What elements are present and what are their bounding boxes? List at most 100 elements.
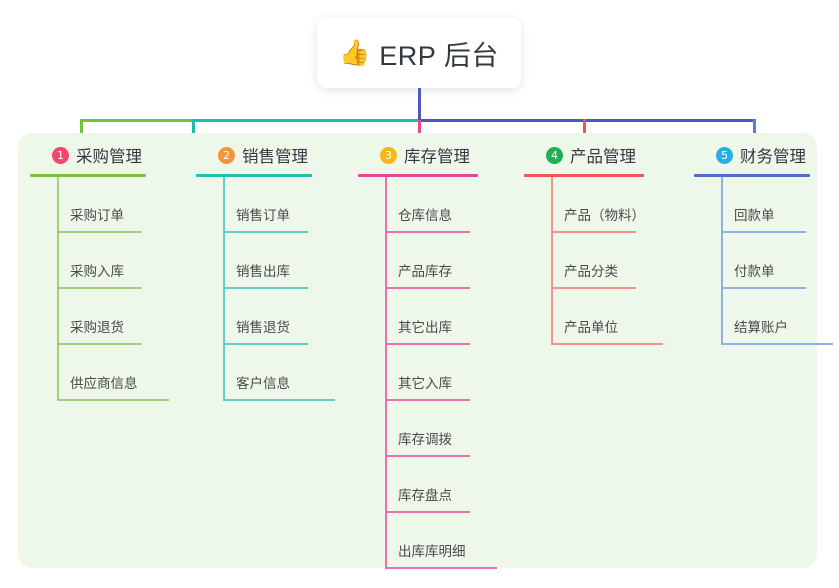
drop-blue bbox=[753, 119, 756, 140]
list-item-rule bbox=[721, 231, 806, 233]
list-item-label: 库存盘点 bbox=[398, 488, 452, 503]
column-header-5[interactable]: 5 财务管理 bbox=[694, 143, 810, 167]
column-title: 销售管理 bbox=[242, 148, 308, 166]
drop-green bbox=[80, 119, 83, 140]
column-spine bbox=[721, 177, 723, 345]
list-item-rule bbox=[551, 231, 636, 233]
list-item-label: 产品库存 bbox=[398, 264, 452, 279]
list-item-label: 采购退货 bbox=[70, 320, 124, 335]
list-item-rule bbox=[57, 343, 142, 345]
list-item-label: 供应商信息 bbox=[70, 376, 138, 391]
bus-teal bbox=[192, 119, 418, 122]
list-item[interactable]: 产品单位 bbox=[524, 289, 663, 345]
trunk-indigo bbox=[418, 88, 421, 120]
list-item-label: 产品（物料） bbox=[564, 208, 645, 223]
drop-teal bbox=[192, 119, 195, 140]
column-header-rule bbox=[524, 174, 644, 177]
list-item-label: 客户信息 bbox=[236, 376, 290, 391]
list-item[interactable]: 销售订单 bbox=[196, 177, 312, 233]
column-items: 销售订单销售出库销售退货客户信息 bbox=[196, 177, 335, 401]
list-item-label: 库存调拨 bbox=[398, 432, 452, 447]
list-item[interactable]: 销售出库 bbox=[196, 233, 312, 289]
list-item-label: 产品单位 bbox=[564, 320, 618, 335]
list-item[interactable]: 其它出库 bbox=[358, 289, 478, 345]
list-item-label: 其它出库 bbox=[398, 320, 452, 335]
column-header-1[interactable]: 1 采购管理 bbox=[30, 143, 146, 167]
drop-red bbox=[583, 119, 586, 140]
column-badge-icon: 1 bbox=[52, 146, 69, 164]
thumbs-up-icon: 👍 bbox=[339, 38, 371, 67]
list-item-rule bbox=[385, 511, 470, 513]
root-title: ERP 后台 bbox=[379, 40, 499, 71]
list-item-rule bbox=[57, 231, 142, 233]
column-header-rule bbox=[358, 174, 478, 177]
list-item[interactable]: 采购入库 bbox=[30, 233, 146, 289]
list-item-label: 销售退货 bbox=[236, 320, 290, 335]
list-item-rule bbox=[551, 343, 663, 345]
list-item-label: 产品分类 bbox=[564, 264, 618, 279]
column-spine bbox=[223, 177, 225, 401]
list-item[interactable]: 库存调拨 bbox=[358, 401, 478, 457]
list-item[interactable]: 采购退货 bbox=[30, 289, 146, 345]
column-5: 5 财务管理回款单付款单结算账户 bbox=[694, 143, 833, 345]
list-item[interactable]: 销售退货 bbox=[196, 289, 312, 345]
column-badge-icon: 5 bbox=[716, 146, 733, 164]
list-item-rule bbox=[57, 287, 142, 289]
list-item-label: 出库库明细 bbox=[398, 544, 466, 559]
column-title: 采购管理 bbox=[76, 148, 142, 166]
column-items: 采购订单采购入库采购退货供应商信息 bbox=[30, 177, 169, 401]
list-item-label: 付款单 bbox=[734, 264, 775, 279]
bus-indigo bbox=[418, 119, 754, 122]
list-item[interactable]: 仓库信息 bbox=[358, 177, 478, 233]
list-item-rule bbox=[551, 287, 636, 289]
list-item[interactable]: 结算账户 bbox=[694, 289, 833, 345]
column-badge-icon: 2 bbox=[218, 146, 235, 164]
list-item-rule bbox=[385, 287, 470, 289]
list-item-label: 销售出库 bbox=[236, 264, 290, 279]
list-item[interactable]: 产品（物料） bbox=[524, 177, 645, 233]
list-item[interactable]: 出库库明细 bbox=[358, 513, 497, 569]
list-item[interactable]: 产品库存 bbox=[358, 233, 478, 289]
list-item-rule bbox=[385, 567, 497, 569]
column-2: 2 销售管理销售订单销售出库销售退货客户信息 bbox=[196, 143, 335, 401]
list-item-label: 销售订单 bbox=[236, 208, 290, 223]
root-node-card[interactable]: 👍 ERP 后台 bbox=[317, 18, 521, 88]
diagram-panel bbox=[18, 133, 817, 568]
column-title: 财务管理 bbox=[740, 148, 806, 166]
list-item[interactable]: 产品分类 bbox=[524, 233, 644, 289]
list-item[interactable]: 供应商信息 bbox=[30, 345, 169, 401]
column-header-rule bbox=[30, 174, 146, 177]
list-item[interactable]: 付款单 bbox=[694, 233, 810, 289]
list-item[interactable]: 回款单 bbox=[694, 177, 810, 233]
list-item[interactable]: 其它入库 bbox=[358, 345, 478, 401]
list-item-rule bbox=[223, 287, 308, 289]
list-item-rule bbox=[57, 399, 169, 401]
column-items: 产品（物料） 产品分类产品单位 bbox=[524, 177, 663, 345]
column-items: 回款单付款单结算账户 bbox=[694, 177, 833, 345]
column-badge-icon: 3 bbox=[380, 146, 397, 164]
list-item-rule bbox=[223, 399, 335, 401]
column-header-rule bbox=[196, 174, 312, 177]
list-item[interactable]: 客户信息 bbox=[196, 345, 335, 401]
column-header-rule bbox=[694, 174, 810, 177]
list-item-rule bbox=[721, 343, 833, 345]
drop-pink bbox=[418, 119, 421, 140]
list-item[interactable]: 库存盘点 bbox=[358, 457, 478, 513]
list-item-label: 采购订单 bbox=[70, 208, 124, 223]
list-item-label: 回款单 bbox=[734, 208, 775, 223]
list-item[interactable]: 采购订单 bbox=[30, 177, 146, 233]
list-item-label: 结算账户 bbox=[734, 320, 788, 335]
list-item-label: 采购入库 bbox=[70, 264, 124, 279]
list-item-rule bbox=[385, 231, 470, 233]
column-spine bbox=[551, 177, 553, 345]
column-spine bbox=[57, 177, 59, 401]
column-1: 1 采购管理采购订单采购入库采购退货供应商信息 bbox=[30, 143, 169, 401]
bus-green bbox=[80, 119, 192, 122]
column-title: 产品管理 bbox=[570, 148, 636, 166]
column-header-2[interactable]: 2 销售管理 bbox=[196, 143, 312, 167]
list-item-rule bbox=[385, 455, 470, 457]
